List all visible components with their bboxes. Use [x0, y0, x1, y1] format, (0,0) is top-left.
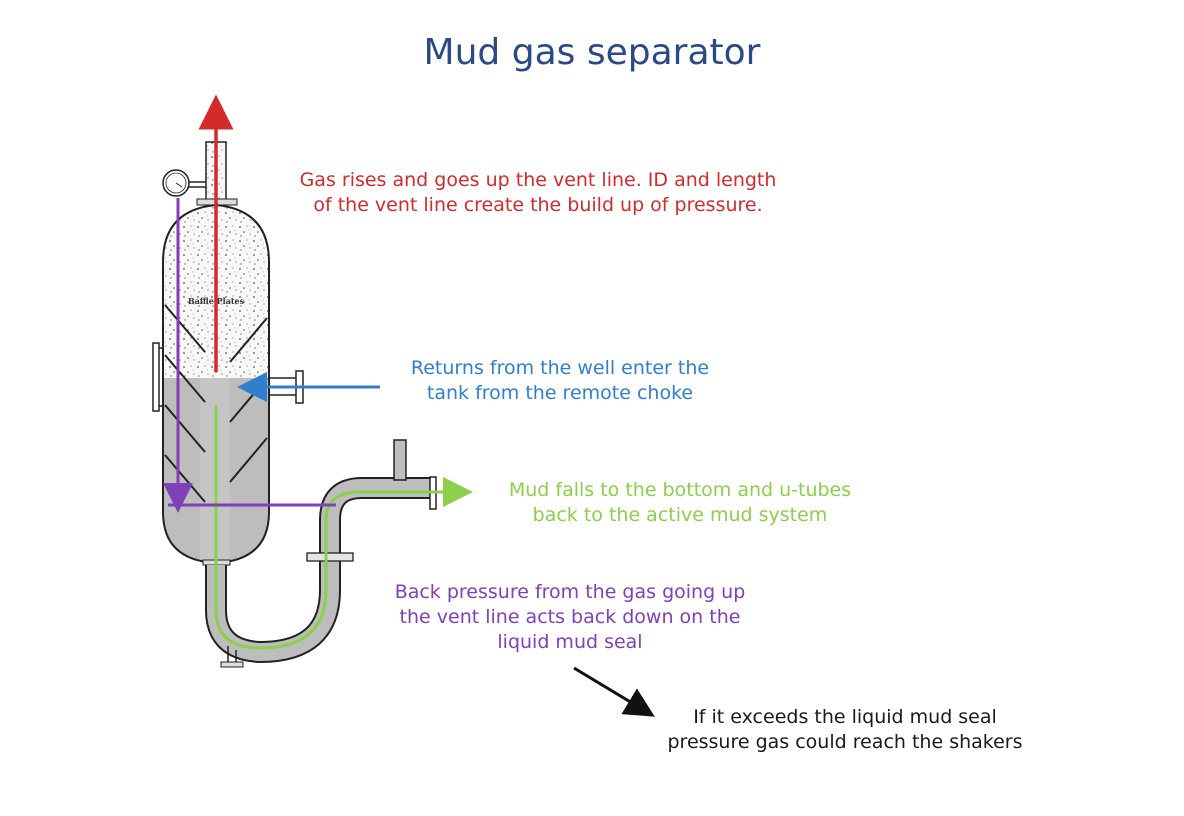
warning-annotation: If it exceeds the liquid mud seal pressu…	[640, 705, 1050, 755]
gas-annotation: Gas rises and goes up the vent line. ID …	[248, 168, 828, 218]
annotation-line: Returns from the well enter the	[410, 357, 710, 379]
annotation-line: pressure gas could reach the shakers	[667, 731, 1023, 753]
diagram-title: Mud gas separator	[423, 32, 761, 73]
annotation-line: Gas rises and goes up the vent line. ID …	[299, 169, 777, 191]
annotation-line: Mud falls to the bottom and u-tubes	[508, 479, 852, 501]
mud-flow-arrow	[214, 405, 473, 650]
annotation-line: back to the active mud system	[532, 504, 828, 526]
baffle-plates	[164, 304, 268, 503]
annotation-line: liquid mud seal	[497, 631, 643, 653]
warning-pointer-arrow	[573, 666, 655, 717]
returns-annotation: Returns from the well enter the tank fro…	[360, 356, 760, 406]
separator-vessel: Baffle Plates	[152, 203, 304, 566]
annotation-line: If it exceeds the liquid mud seal	[693, 706, 997, 728]
pressure-gauge-icon	[162, 169, 206, 197]
annotation-line: of the vent line create the build up of …	[313, 194, 763, 216]
annotation-line: tank from the remote choke	[426, 382, 694, 404]
mud-annotation: Mud falls to the bottom and u-tubes back…	[460, 478, 900, 528]
annotation-line: Back pressure from the gas going up	[394, 581, 746, 603]
back-pressure-annotation: Back pressure from the gas going up the …	[350, 580, 790, 655]
annotation-line: the vent line acts back down on the	[399, 606, 741, 628]
